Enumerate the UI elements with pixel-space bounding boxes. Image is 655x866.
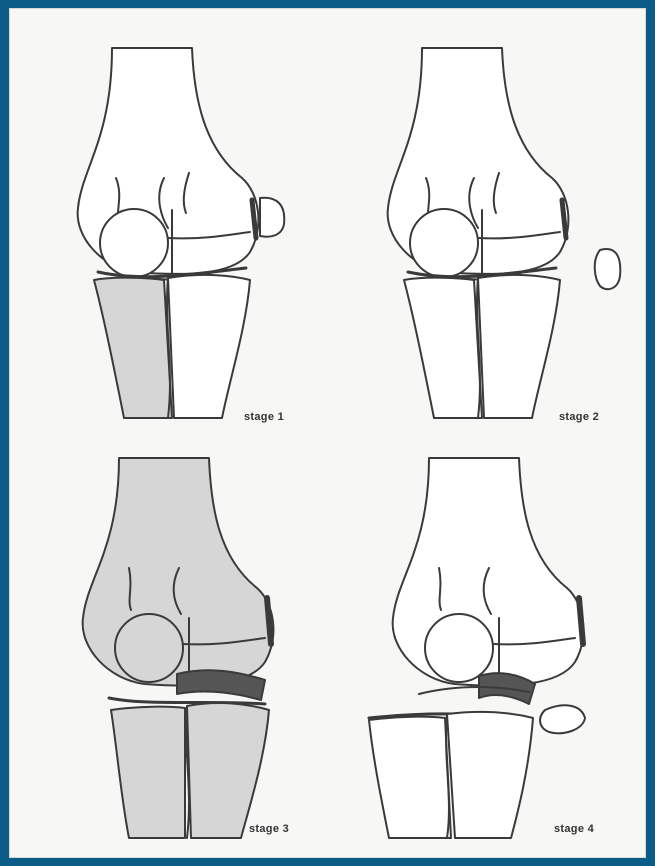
radius [94, 278, 172, 418]
stage-4-label: stage 4 [554, 823, 594, 835]
radius [111, 707, 185, 838]
capitellum [115, 614, 183, 682]
capitellum [410, 209, 478, 277]
elbow-stage-2-drawing [374, 28, 634, 428]
elbow-stage-1-panel: stage 1 [64, 28, 314, 428]
figure-frame: stage 1 stage 2 [9, 8, 646, 858]
stage-1-label: stage 1 [244, 411, 284, 423]
ulna [447, 712, 533, 838]
stage-3-label: stage 3 [249, 823, 289, 835]
elbow-stage-1-drawing [64, 28, 314, 428]
radius [404, 278, 482, 418]
elbow-stage-3-panel: stage 3 [69, 448, 319, 858]
elbow-stage-4-panel: stage 4 [349, 448, 639, 858]
capitellum [425, 614, 493, 682]
loose-body [595, 249, 621, 289]
ulna [478, 275, 560, 418]
stage-2-label: stage 2 [559, 411, 599, 423]
ulna [168, 275, 250, 418]
elbow-stage-4-drawing [349, 448, 639, 858]
ulna [187, 703, 269, 838]
osteochondral-fragment [260, 198, 284, 237]
elbow-stage-3-drawing [69, 448, 319, 858]
loose-body [540, 705, 585, 733]
capitellum [100, 209, 168, 277]
radius [369, 717, 451, 838]
elbow-stage-2-panel: stage 2 [374, 28, 634, 428]
